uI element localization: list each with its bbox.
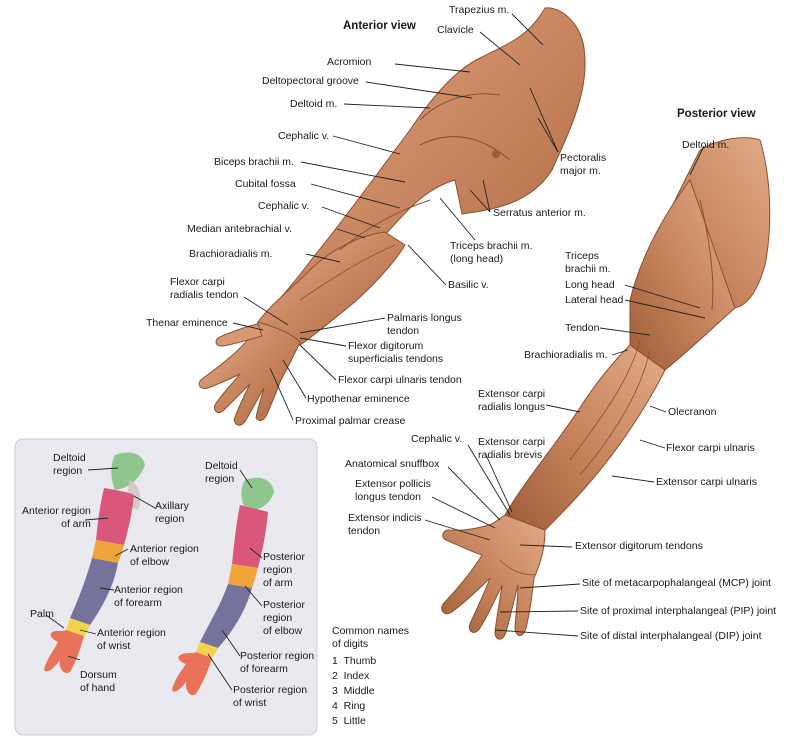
inset-label-post-wrist: Posterior region of wrist [233,684,308,709]
label-hypothenar: Hypothenar eminence [307,393,410,405]
label-deltopectoral-groove: Deltopectoral groove [262,75,359,87]
posterior-view-title: Posterior view [677,108,756,120]
inset-anterior-forearm-region [70,558,118,625]
inset-label-ant-arm: Anterior region of arm [22,505,91,530]
label-ecrl: Extensor carpi radialis longus [478,388,546,413]
label-serratus: Serratus anterior m. [493,207,586,219]
label-basilic: Basilic v. [448,279,489,291]
inset-palm-region [44,630,84,674]
digit-item: 2 Index [332,670,370,682]
inset-posterior-arm-region [232,505,268,568]
label-pip: Site of proximal interphalangeal (PIP) j… [580,605,777,617]
inset-label-dorsum: Dorsum of hand [80,669,117,694]
inset-dorsum-region [172,652,212,696]
label-fds: Flexor digitorum superficialis tendons [348,340,444,365]
inset-label-ant-forearm: Anterior region of forearm [114,584,183,609]
inset-posterior-elbow-region [228,564,258,588]
inset-posterior-arm [172,477,274,696]
label-post-tendon: Tendon [565,322,600,334]
label-fcu-tendon: Flexor carpi ulnaris tendon [338,374,462,386]
label-long-head: Long head [565,279,615,291]
label-acromion: Acromion [327,56,372,68]
label-post-brachioradialis: Brachioradialis m. [524,349,608,361]
label-clavicle: Clavicle [437,24,474,36]
label-epl: Extensor pollicis longus tendon [355,478,431,503]
anterior-thumb [215,323,263,347]
digit-item: 5 Little [332,715,366,727]
digit-item: 1 Thumb [332,655,377,667]
label-eind: Extensor indicis tendon [348,512,422,537]
label-cephalic-upper: Cephalic v. [278,130,330,142]
inset-anterior-elbow-region [92,540,124,563]
inset-posterior-wrist-region [196,642,218,658]
label-mcp: Site of metacarpophalangeal (MCP) joint [582,577,772,589]
label-ecrb: Extensor carpi radialis brevis [478,436,546,461]
posterior-upper-arm [629,178,736,371]
anterior-arm-figure [198,7,586,426]
label-pectoralis: Pectoralis major m. [560,152,607,177]
digit-item: 3 Middle [332,685,375,697]
label-cephalic-lower: Cephalic v. [258,200,310,212]
label-lateral-head: Lateral head [565,294,624,306]
inset-label-palm: Palm [30,608,54,620]
inset-anterior-wrist-region [66,618,90,636]
label-palmaris: Palmaris longus tendon [387,312,462,337]
inset-deltoid-region [111,452,145,490]
label-post-deltoid: Deltoid m. [682,139,730,151]
label-post-cephalic: Cephalic v. [411,433,463,445]
inset-label-ant-elbow: Anterior region of elbow [130,543,199,568]
label-dip: Site of distal interphalangeal (DIP) joi… [580,630,762,642]
label-brachioradialis: Brachioradialis m. [189,248,273,260]
label-snuffbox: Anatomical snuffbox [345,458,440,470]
label-post-triceps: Triceps brachii m. [565,250,611,275]
inset-label-post-arm: Posterior region of arm [263,551,306,589]
label-ecu: Extensor carpi ulnaris [656,476,757,488]
inset-label-ant-wrist: Anterior region of wrist [97,627,166,652]
label-deltoid: Deltoid m. [290,98,338,110]
label-olecranon: Olecranon [668,406,717,418]
inset-post-deltoid-region [241,477,274,511]
inset-posterior-forearm-region [200,584,252,648]
inset-label-axillary: Axillary region [155,500,189,525]
label-trapezius: Trapezius m. [449,4,510,16]
inset-anterior-arm-region [96,488,134,545]
inset-label-deltoid-left: Deltoid region [53,452,86,477]
anterior-view-title: Anterior view [343,20,416,32]
label-palmar-crease: Proximal palmar crease [295,415,406,427]
inset-label-post-elbow: Posterior region of elbow [263,599,306,637]
posterior-hand [441,514,546,640]
inset-anterior-arm [44,452,145,674]
anterior-hand [198,321,301,426]
anterior-forearm [257,231,406,346]
digit-item: 4 Ring [332,700,366,712]
label-thenar: Thenar eminence [146,317,228,329]
label-edt: Extensor digitorum tendons [575,540,703,552]
label-cubital-fossa: Cubital fossa [235,178,296,190]
label-median-antebrachial: Median antebrachial v. [187,223,292,235]
label-fcr-tendon: Flexor carpi radialis tendon [170,276,239,301]
leader-lines [232,13,706,637]
inset-label-deltoid-right: Deltoid region [205,460,238,485]
label-triceps-long: Triceps brachii m. (long head) [450,240,533,265]
posterior-arm-figure [441,137,771,640]
digits-heading: Common names of digits [332,625,410,650]
inset-label-post-forearm: Posterior region of forearm [240,650,315,675]
label-biceps: Biceps brachii m. [214,156,294,168]
label-post-fcu: Flexor carpi ulnaris [666,442,755,454]
